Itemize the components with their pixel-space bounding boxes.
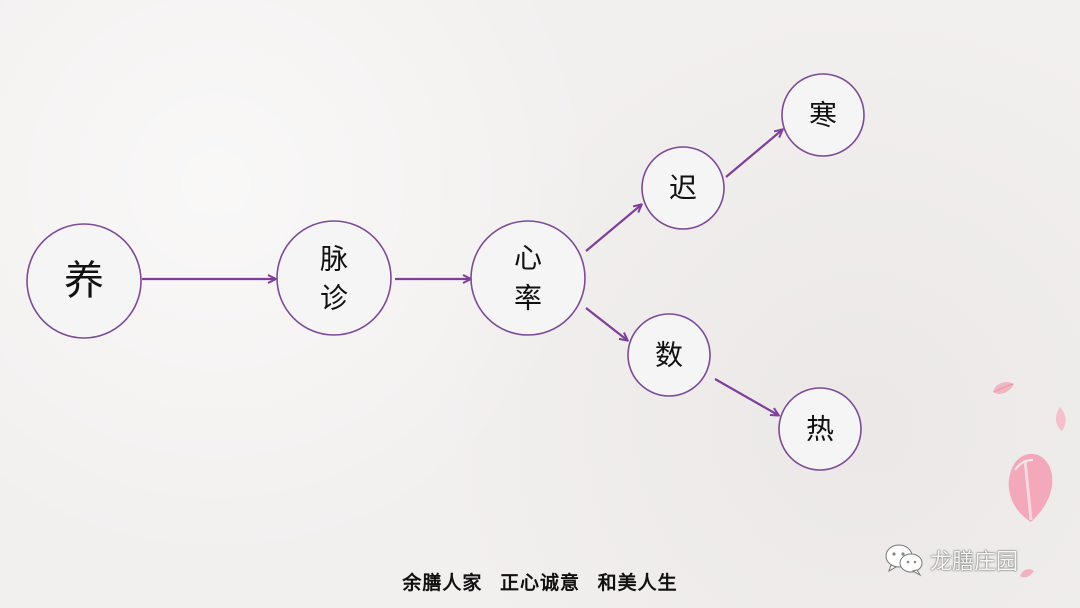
node-label: 脉 bbox=[320, 243, 348, 276]
node-shu: 数 bbox=[627, 313, 711, 397]
petal-decoration bbox=[1008, 453, 1053, 522]
node-maizhen: 脉 诊 bbox=[276, 220, 392, 336]
node-xinlv: 心 率 bbox=[470, 220, 586, 336]
node-chi: 迟 bbox=[641, 146, 725, 230]
edge-xinlv-chi bbox=[585, 205, 641, 252]
node-label: 寒 bbox=[809, 99, 837, 132]
node-label: 迟 bbox=[669, 172, 697, 205]
footer-part-1: 余膳人家 bbox=[402, 572, 483, 594]
edge-chi-han bbox=[725, 130, 782, 178]
node-han: 寒 bbox=[781, 73, 865, 157]
node-label: 心 bbox=[514, 242, 542, 275]
footer-part-3: 和美人生 bbox=[597, 572, 678, 594]
node-label: 率 bbox=[514, 282, 542, 315]
petal-decoration bbox=[1055, 407, 1066, 431]
petal-decoration bbox=[993, 382, 1014, 395]
node-re: 热 bbox=[778, 387, 862, 471]
wechat-icon bbox=[885, 544, 923, 577]
node-label: 诊 bbox=[320, 282, 348, 315]
petal-decoration bbox=[1020, 569, 1034, 578]
footer-slogan: 余膳人家 正心诚意 和美人生 bbox=[0, 568, 1080, 595]
edge-xinlv-shu bbox=[585, 307, 627, 340]
node-yang: 养 bbox=[26, 223, 142, 339]
footer-part-2: 正心诚意 bbox=[499, 572, 580, 594]
watermark: 龙膳庄园 bbox=[884, 540, 1018, 580]
watermark-text: 龙膳庄园 bbox=[930, 550, 1019, 575]
node-label: 数 bbox=[655, 339, 683, 372]
node-label: 热 bbox=[806, 413, 834, 446]
node-label: 养 bbox=[64, 258, 104, 304]
edge-shu-re bbox=[714, 378, 778, 415]
